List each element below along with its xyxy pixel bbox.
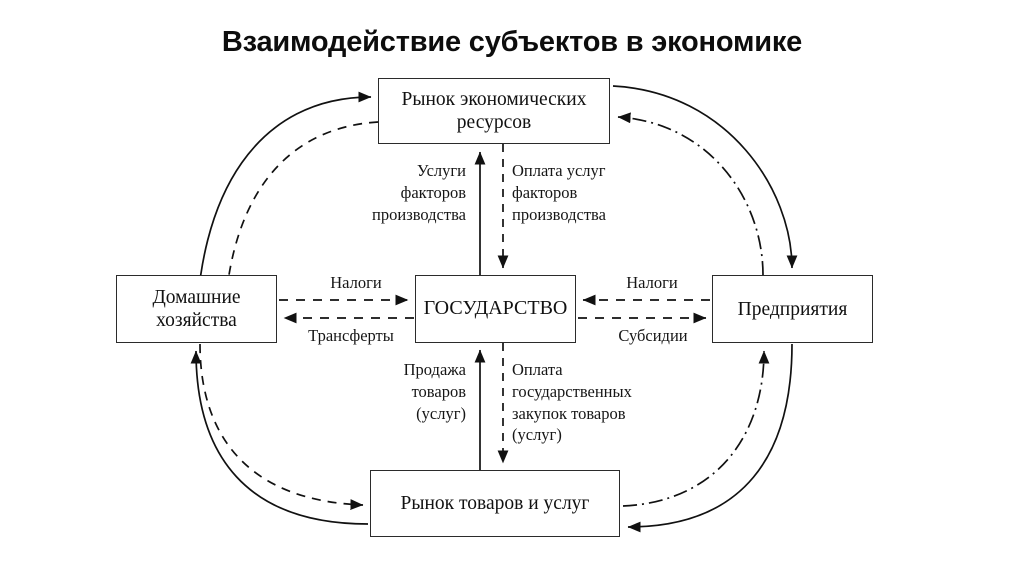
node-firms[interactable]: Предприятия [712, 275, 873, 343]
label-taxes-households: Налоги [330, 273, 382, 292]
edge-households-to-goods-market [199, 343, 364, 510]
edge-resources-market-to-firms [612, 85, 798, 269]
edge-firms-to-goods-market [627, 343, 793, 533]
node-goods-market[interactable]: Рынок товаров и услуг [370, 470, 620, 537]
edge-firms-to-resources-market [617, 112, 764, 276]
node-resources-market[interactable]: Рынок экономических ресурсов [378, 78, 610, 144]
label-payment-for-state-procurement: Оплата государственных закупок товаров (… [512, 360, 632, 445]
label-taxes-firms: Налоги [626, 273, 678, 292]
label-transfers: Трансферты [308, 326, 394, 345]
label-services-of-factors: Услуги факторов производства [372, 161, 466, 224]
label-sale-of-goods: Продажа товаров (услуг) [403, 360, 466, 423]
label-subsidies: Субсидии [618, 326, 688, 345]
label-payment-for-factor-services: Оплата услуг факторов производства [512, 161, 606, 224]
edge-goods-market-to-firms [622, 350, 770, 507]
node-state[interactable]: ГОСУДАРСТВО [415, 275, 576, 343]
node-households[interactable]: Домашние хозяйства [116, 275, 277, 343]
page-title: Взаимодействие субъектов в экономике [221, 26, 803, 58]
edge-goods-market-to-households [190, 350, 369, 525]
